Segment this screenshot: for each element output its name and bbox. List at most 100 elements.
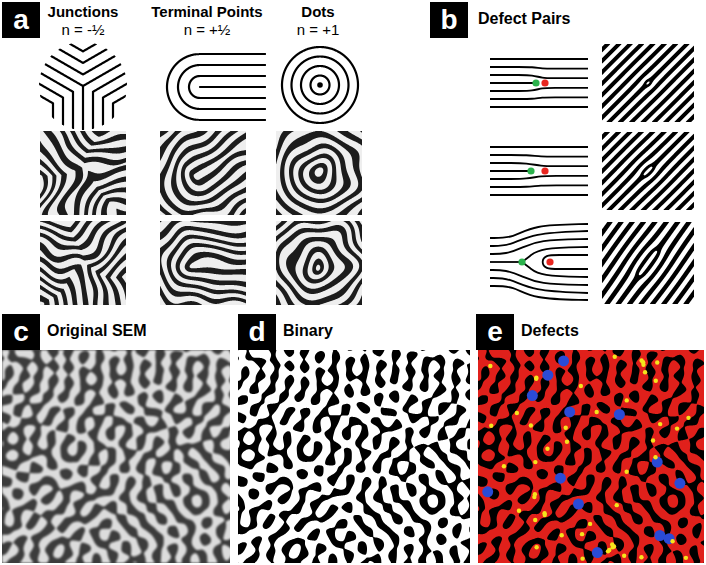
defect-marker xyxy=(534,376,538,380)
junction-dot xyxy=(532,79,539,86)
defect-marker xyxy=(542,511,546,515)
stripe-lines xyxy=(281,46,359,124)
stripe-pattern xyxy=(160,221,246,305)
stripe-pattern xyxy=(160,131,246,215)
sem-image xyxy=(40,221,126,305)
binary-image xyxy=(238,350,470,563)
defect-marker xyxy=(655,360,659,364)
junction-schematic xyxy=(39,44,127,130)
defect-marker xyxy=(529,423,533,427)
stripe-line xyxy=(490,163,588,166)
terminal-dot xyxy=(541,79,548,86)
defect-marker xyxy=(545,447,549,451)
defect-marker xyxy=(639,358,643,362)
image-ground xyxy=(40,131,126,215)
stripe-line xyxy=(490,75,588,78)
image-ground xyxy=(276,131,362,215)
image-ground xyxy=(602,44,694,122)
defect-marker xyxy=(502,464,506,468)
defect-marker xyxy=(674,478,685,489)
stripe-pattern xyxy=(40,221,126,305)
defect-marker xyxy=(613,355,617,359)
terminal-dot xyxy=(546,258,553,265)
dislocation-schematic xyxy=(490,59,588,107)
panel-title: Binary xyxy=(283,322,333,340)
panel-letter-box: a xyxy=(2,2,40,38)
defect-marker xyxy=(588,522,592,526)
defect-marker xyxy=(670,539,674,543)
stripe-line xyxy=(490,270,588,285)
panel-title: Defect Pairs xyxy=(478,10,571,28)
defect-pair-image xyxy=(602,44,694,122)
defect-marker xyxy=(651,438,655,442)
defect-marker xyxy=(488,364,492,368)
junction-dot xyxy=(527,167,534,174)
defect-marker xyxy=(684,556,688,560)
stripe-pattern xyxy=(2,350,230,563)
stripe-line xyxy=(490,146,588,148)
defect-marker xyxy=(533,460,537,464)
dislocation-schematic xyxy=(490,147,588,195)
dot-schematic xyxy=(281,46,359,124)
image-ground xyxy=(602,132,694,210)
defect-marker xyxy=(612,544,616,548)
stripe-line xyxy=(490,194,588,196)
defect-marker xyxy=(594,410,598,414)
charge-label: n = +1 xyxy=(297,22,340,39)
panel-title: Original SEM xyxy=(47,322,147,340)
terminal-dot xyxy=(541,167,548,174)
defect-marker xyxy=(534,376,538,380)
stripe-line xyxy=(490,286,588,300)
defect-marker xyxy=(534,545,538,549)
panel-letter-box: b xyxy=(430,2,468,38)
stripe-line xyxy=(490,88,588,91)
defect-marker xyxy=(558,355,569,366)
sem-image xyxy=(276,221,362,305)
defect-marker xyxy=(639,555,643,559)
defect-marker xyxy=(615,503,619,507)
stripe-lines xyxy=(39,44,127,130)
defect-marker xyxy=(686,416,690,420)
stripe-pattern xyxy=(276,221,362,305)
defect-marker xyxy=(579,384,583,388)
defect-marker xyxy=(658,422,662,426)
image-ground xyxy=(602,222,694,304)
stripe-line xyxy=(490,170,532,172)
defect-marker xyxy=(489,424,493,428)
stripe-line xyxy=(490,155,588,157)
disclination-schematic xyxy=(490,224,588,300)
defect-marker xyxy=(580,556,584,560)
stripe-line xyxy=(490,239,588,254)
column-heading: Junctions xyxy=(48,4,119,21)
panel-letter-box: d xyxy=(238,314,276,350)
defect-marker xyxy=(643,370,647,374)
stripe-pattern xyxy=(602,44,694,122)
stripe-pattern xyxy=(602,132,694,210)
image-ground xyxy=(238,350,470,563)
stripe-line xyxy=(490,278,588,293)
stripe-lines xyxy=(166,53,266,121)
defect-marker xyxy=(580,532,584,536)
charge-label: n = +½ xyxy=(184,22,231,39)
defect-marker xyxy=(675,426,679,430)
defect-marker xyxy=(515,411,519,415)
defect-marker xyxy=(653,455,657,459)
defect-marker xyxy=(622,554,626,558)
panel-letter-box: e xyxy=(476,314,514,350)
stripe-pattern xyxy=(478,350,704,563)
stripe-line xyxy=(490,97,588,99)
stripe-line xyxy=(490,224,588,238)
defect-marker xyxy=(564,406,575,417)
terminal-schematic xyxy=(166,53,266,121)
panel-letter: e xyxy=(487,318,503,346)
stripe-pattern xyxy=(602,222,694,304)
defect-marker xyxy=(573,499,584,510)
panel-title: Defects xyxy=(521,322,579,340)
defect-marker xyxy=(555,473,566,484)
sem-image xyxy=(276,131,362,215)
defect-marker xyxy=(532,495,536,499)
stripe-pattern xyxy=(40,131,126,215)
stripe-line xyxy=(490,67,588,69)
